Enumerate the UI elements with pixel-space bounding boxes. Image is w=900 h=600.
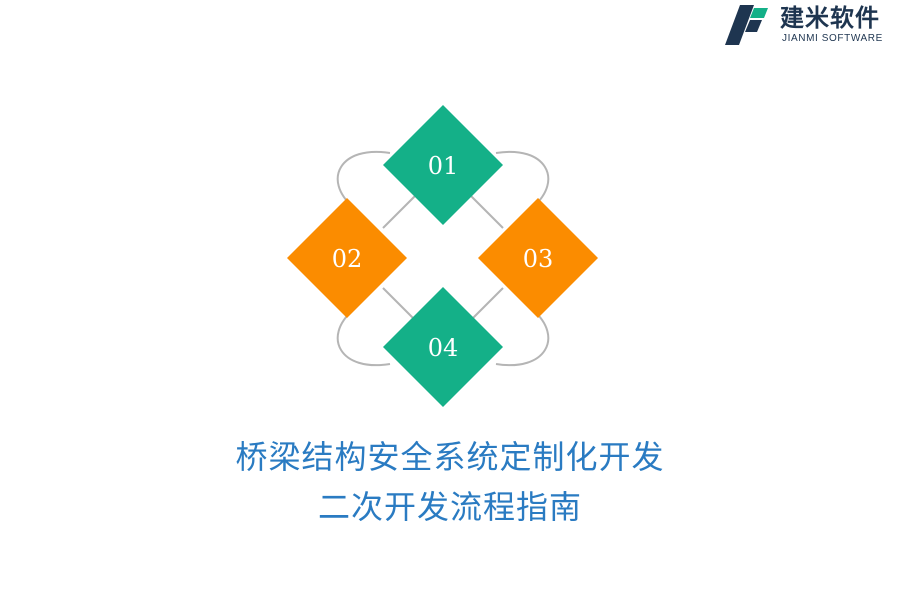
- company-logo: 建米软件 JIANMI SOFTWARE: [724, 4, 898, 46]
- connector-line-bottom-right: [467, 287, 504, 324]
- connector-line-bottom-left: [382, 287, 419, 324]
- connector-line-top-right: [467, 192, 504, 229]
- connector-line-top-left: [382, 192, 419, 229]
- connector-curves: [336, 150, 550, 367]
- connector-curve-right-top: [495, 150, 550, 208]
- jianmi-logo-mark-icon: [725, 5, 768, 45]
- diamond-01-label: 01: [428, 152, 459, 180]
- title-line-2: 二次开发流程指南: [317, 488, 582, 526]
- page-title: 桥梁结构安全系统定制化开发 二次开发流程指南: [0, 432, 900, 532]
- logo-name-cn: 建米软件: [780, 4, 880, 32]
- diamond-step-01: 01: [383, 105, 503, 225]
- connector-curve-left-top: [336, 150, 391, 208]
- diamond-step-03: 03: [478, 198, 598, 318]
- diamond-04-label: 04: [428, 334, 459, 362]
- diamond-02-label: 02: [332, 245, 363, 273]
- title-line-1: 桥梁结构安全系统定制化开发: [235, 438, 665, 476]
- diamond-02-shape: [287, 198, 407, 318]
- diamond-04-shape: [383, 287, 503, 407]
- connector-curve-left-bottom: [336, 309, 391, 367]
- diamond-03-shape: [478, 198, 598, 318]
- diamond-step-04: 04: [383, 287, 503, 407]
- logo-name-en: JIANMI SOFTWARE: [782, 33, 883, 44]
- diamond-step-02: 02: [287, 198, 407, 318]
- diamond-01-shape: [383, 105, 503, 225]
- diamond-03-label: 03: [523, 245, 554, 273]
- connector-curve-right-bottom: [495, 309, 550, 367]
